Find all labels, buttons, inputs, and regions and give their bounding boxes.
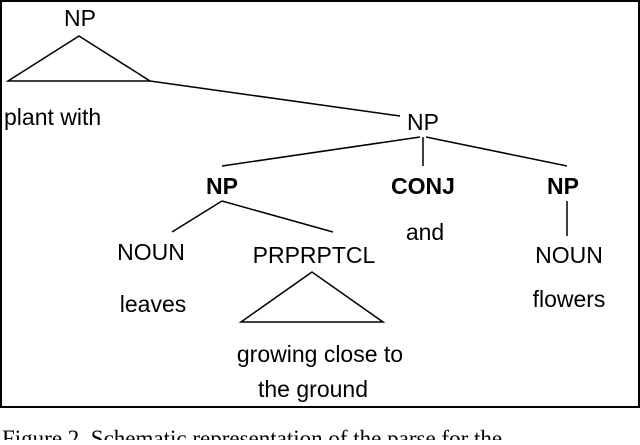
noun-label-left: NOUN: [117, 239, 185, 265]
root-triangle: [5, 35, 153, 82]
np-label: NP: [407, 109, 439, 135]
edge-np-to-left-np: [221, 136, 421, 167]
edge-left-np-to-noun: [171, 200, 223, 233]
figure-caption: Figure 2. Schematic representation of th…: [2, 426, 502, 440]
noun-text-right: flowers: [533, 286, 606, 312]
prp-label: PRPRPTCL: [253, 242, 376, 268]
left-np-label: NP: [206, 173, 238, 199]
root-np-label: NP: [64, 5, 96, 31]
prp-text-line2: the ground: [258, 376, 368, 402]
noun-text-left: leaves: [120, 291, 186, 317]
right-np-label: NP: [547, 173, 579, 199]
root-phrase-text: plant with: [4, 104, 101, 130]
edge-np-to-right-np: [425, 136, 568, 167]
edge-left-np-to-prp: [221, 200, 334, 233]
prp-text-line1: growing close to: [237, 341, 403, 367]
edge-root-to-np: [149, 80, 401, 117]
conj-text: and: [406, 219, 444, 245]
figure-border: [0, 0, 640, 408]
conj-label: CONJ: [391, 173, 455, 199]
noun-label-right: NOUN: [535, 242, 603, 268]
prp-triangle: [238, 271, 386, 323]
